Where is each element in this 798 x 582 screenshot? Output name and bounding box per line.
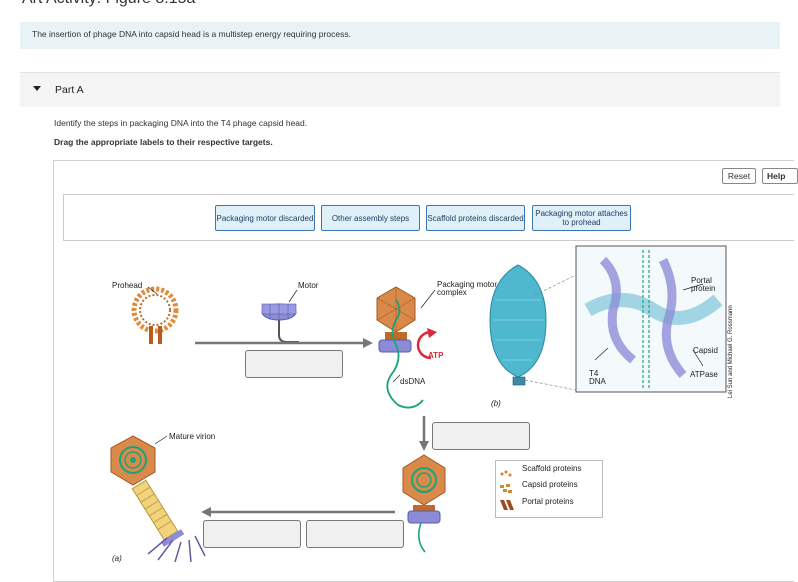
reset-button[interactable]: Reset xyxy=(722,168,756,184)
collapse-arrow-icon[interactable] xyxy=(33,86,41,91)
legend-label-capsid: Capsid proteins xyxy=(522,480,578,489)
label-prohead: Prohead xyxy=(112,281,143,290)
capsid-cryoem-image xyxy=(489,264,547,386)
mature-virion-illustration xyxy=(110,435,206,563)
page-title: Art Activity: Figure 8.15a xyxy=(22,0,195,8)
drag-instruction: Drag the appropriate labels to their res… xyxy=(54,137,273,147)
intro-band xyxy=(20,22,780,49)
legend-label-portal: Portal proteins xyxy=(522,497,574,506)
packaging-motor-complex-illustration xyxy=(376,286,437,409)
label-atpase: ATPase xyxy=(690,370,718,379)
drop-target-4[interactable] xyxy=(203,520,301,548)
label-other-assembly-steps[interactable]: Other assembly steps xyxy=(321,205,420,231)
drop-target-2[interactable] xyxy=(432,422,530,450)
legend-label-scaffold: Scaffold proteins xyxy=(522,464,582,473)
part-label[interactable]: Part A xyxy=(55,84,84,96)
motor-illustration xyxy=(261,303,297,321)
label-motor: Motor xyxy=(298,281,319,290)
drop-target-1[interactable] xyxy=(245,350,343,378)
part-header[interactable] xyxy=(20,72,780,107)
label-t4-dna: T4 DNA xyxy=(589,369,606,386)
label-packaging-motor-complex: Packaging motor complex xyxy=(437,280,498,297)
portal-zoom-panel xyxy=(575,245,727,393)
filled-head-illustration xyxy=(402,454,446,553)
label-dsdna: dsDNA xyxy=(400,377,426,386)
label-capsid: Capsid xyxy=(693,346,718,355)
instruction-text: Identify the steps in packaging DNA into… xyxy=(54,118,308,128)
label-panel-a: (a) xyxy=(112,554,122,563)
intro-text: The insertion of phage DNA into capsid h… xyxy=(32,29,351,39)
label-packaging-motor-attaches[interactable]: Packaging motor attaches to prohead xyxy=(532,205,631,231)
label-atp: ATP xyxy=(428,351,444,360)
label-scaffold-proteins-discarded[interactable]: Scaffold proteins discarded xyxy=(426,205,525,231)
label-packaging-motor-discarded[interactable]: Packaging motor discarded xyxy=(215,205,315,231)
help-button[interactable]: Help xyxy=(762,168,798,184)
prohead-illustration xyxy=(131,286,179,344)
scaffold-proteins-icon xyxy=(500,465,512,477)
drop-target-3[interactable] xyxy=(306,520,404,548)
portal-proteins-icon xyxy=(500,497,514,510)
image-credit: Lei Sun and Michael G. Rossmann xyxy=(728,305,734,398)
label-portal-protein: Portal protein xyxy=(691,276,716,293)
capsid-proteins-icon xyxy=(500,481,512,493)
t4-packaging-figure xyxy=(110,245,727,563)
label-mature-virion: Mature virion xyxy=(169,432,216,441)
label-panel-b: (b) xyxy=(491,399,501,408)
